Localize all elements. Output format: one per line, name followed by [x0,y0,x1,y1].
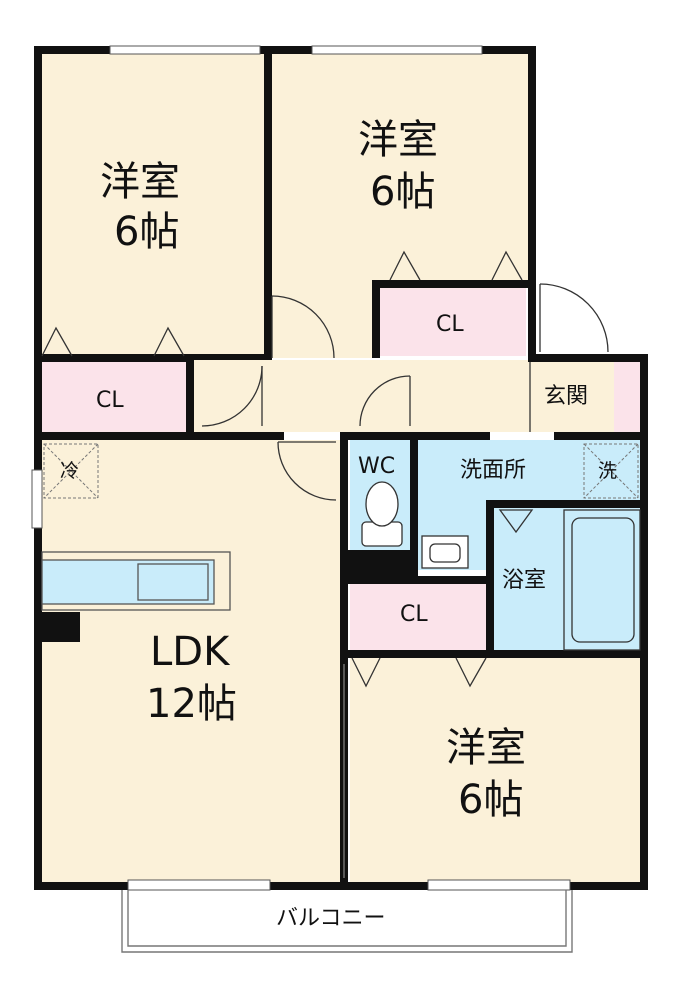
north-bedroom-floor-lower [272,284,376,358]
kitchen-counter [41,551,231,611]
balcony-label: バルコニー [276,906,386,931]
west-bedroom-size: 6帖 [114,209,180,255]
entrance-floor [614,362,642,432]
toilet [361,481,403,547]
closet-door-marks [41,250,534,688]
ldk-size: 12帖 [146,681,237,727]
middle-closet-label: CL [400,602,428,627]
south-bedroom-size: 6帖 [458,777,524,823]
west-bedroom-name: 洋室 [100,159,180,205]
wc-label: WC [358,454,396,479]
entrance-label: 玄関 [544,384,589,409]
hall-floor [192,360,644,432]
bathtub [563,509,641,651]
west-closet-label: CL [96,388,124,413]
wash-basin [421,535,469,569]
west-closet [40,362,188,434]
south-bedroom-name: 洋室 [446,725,526,771]
north-bedroom-name: 洋室 [358,117,438,163]
door-swings [201,283,609,501]
west-bedroom-floor [40,52,268,358]
north-closet [380,288,526,356]
bathroom-label: 浴室 [502,568,547,593]
south-bedroom-floor [350,656,642,884]
appliance-boxes [43,443,639,499]
balcony [121,890,573,953]
north-bedroom-floor [272,52,530,284]
walls [34,46,648,890]
ldk-name: LDK [150,629,230,675]
windows [31,45,571,891]
fridge-label: 冷 [60,460,80,482]
washroom-label: 洗面所 [460,458,527,483]
north-bedroom-size: 6帖 [370,169,436,215]
north-closet-label: CL [436,312,464,337]
middle-closet [350,584,488,652]
washer-label: 洗 [598,460,618,482]
ldk-floor [40,440,340,884]
